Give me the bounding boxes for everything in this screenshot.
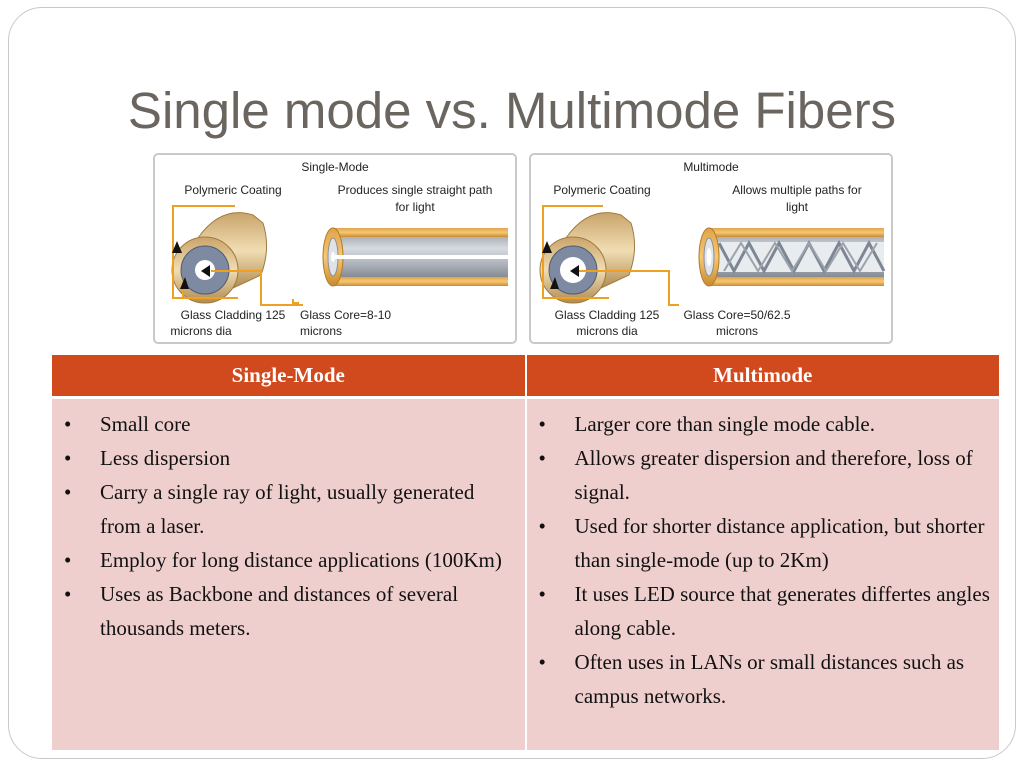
coating-label: Polymeric Coating: [553, 183, 650, 197]
list-item: • Used for shorter distance application, …: [535, 509, 994, 577]
list-item: • Allows greater dispersion and therefore…: [535, 441, 994, 509]
core-label-line2: microns: [300, 324, 342, 338]
single-mode-list: • Small core • Less dispersion • Carry a si…: [60, 407, 519, 645]
path-label-line1: Allows multiple paths for: [732, 183, 861, 197]
single-mode-diagram: Single-Mode Polymeric Coating Produces s…: [153, 153, 517, 344]
bullet-icon: •: [64, 548, 72, 572]
slide-title: Single mode vs. Multimode Fibers: [127, 82, 897, 139]
header-multimode: Multimode: [525, 355, 999, 399]
bullet-icon: •: [538, 650, 546, 674]
single-mode-cell: • Small core • Less dispersion • Carry a si…: [52, 397, 527, 750]
cladding-label-line2: microns dia: [170, 324, 232, 338]
cladding-label-line2: microns dia: [576, 324, 638, 338]
list-item-text: Used for shorter distance application, b…: [574, 514, 985, 572]
arrow-head: [570, 265, 579, 277]
header-single-mode: Single-Mode: [52, 355, 527, 399]
bullet-icon: •: [64, 412, 72, 436]
bullet-icon: •: [64, 480, 72, 504]
list-item: • Larger core than single mode cable.: [535, 407, 994, 441]
bullet-icon: •: [538, 582, 546, 606]
arrow-head: [550, 277, 559, 289]
multimode-cell: • Larger core than single mode cable. • Al…: [525, 397, 999, 750]
cladding-label-line1: Glass Cladding 125: [181, 308, 286, 322]
path-label-line2: light: [786, 200, 809, 214]
list-item-text: Often uses in LANs or small distances su…: [574, 650, 965, 708]
list-item-text: Uses as Backbone and distances of severa…: [100, 582, 459, 640]
fiber-tube-multi: [698, 227, 886, 287]
list-item-text: Employ for long distance applications (1…: [100, 548, 502, 572]
list-item: • It uses LED source that generates diffe…: [535, 577, 994, 645]
comparison-table: Single-Mode Multimode • Small core • Less …: [52, 355, 999, 750]
bullet-icon: •: [538, 514, 546, 538]
slide-frame: [8, 7, 1016, 759]
core-label-line1: Glass Core=8-10: [300, 308, 391, 322]
arrow-head: [180, 277, 189, 289]
bullet-icon: •: [538, 412, 546, 436]
list-item-text: Carry a single ray of light, usually gen…: [100, 480, 475, 538]
list-item: • Small core: [60, 407, 519, 441]
fiber-tube-single: [322, 227, 508, 287]
table-row: • Small core • Less dispersion • Carry a si…: [52, 397, 999, 750]
multimode-diagram: Multimode Polymeric Coating Allows multi…: [529, 153, 893, 344]
list-item-text: Larger core than single mode cable.: [574, 412, 875, 436]
list-item: • Uses as Backbone and distances of sever…: [60, 577, 519, 645]
arrow-head: [201, 265, 210, 277]
multimode-list: • Larger core than single mode cable. • Al…: [535, 407, 994, 713]
list-item-text: Allows greater dispersion and therefore,…: [574, 446, 973, 504]
bullet-icon: •: [64, 582, 72, 606]
list-item: • Carry a single ray of light, usually ge…: [60, 475, 519, 543]
arrow-head: [542, 241, 552, 253]
list-item-text: Less dispersion: [100, 446, 231, 470]
core-label-line1: Glass Core=50/62.5: [683, 308, 790, 322]
core-label-line2: microns: [716, 324, 758, 338]
coating-label: Polymeric Coating: [184, 183, 281, 197]
list-item-text: Small core: [100, 412, 191, 436]
bullet-icon: •: [538, 446, 546, 470]
table-header-row: Single-Mode Multimode: [52, 355, 999, 399]
bullet-icon: •: [64, 446, 72, 470]
list-item: • Employ for long distance applications (…: [60, 543, 519, 577]
diagram-heading: Single-Mode: [301, 160, 369, 174]
path-label-line1: Produces single straight path: [338, 183, 493, 197]
arrow-head: [172, 241, 182, 253]
path-label-line2: for light: [395, 200, 435, 214]
diagram-heading: Multimode: [683, 160, 739, 174]
list-item: • Less dispersion: [60, 441, 519, 475]
list-item: • Often uses in LANs or small distances s…: [535, 645, 994, 713]
cladding-label-line1: Glass Cladding 125: [555, 308, 660, 322]
list-item-text: It uses LED source that generates differ…: [574, 582, 990, 640]
